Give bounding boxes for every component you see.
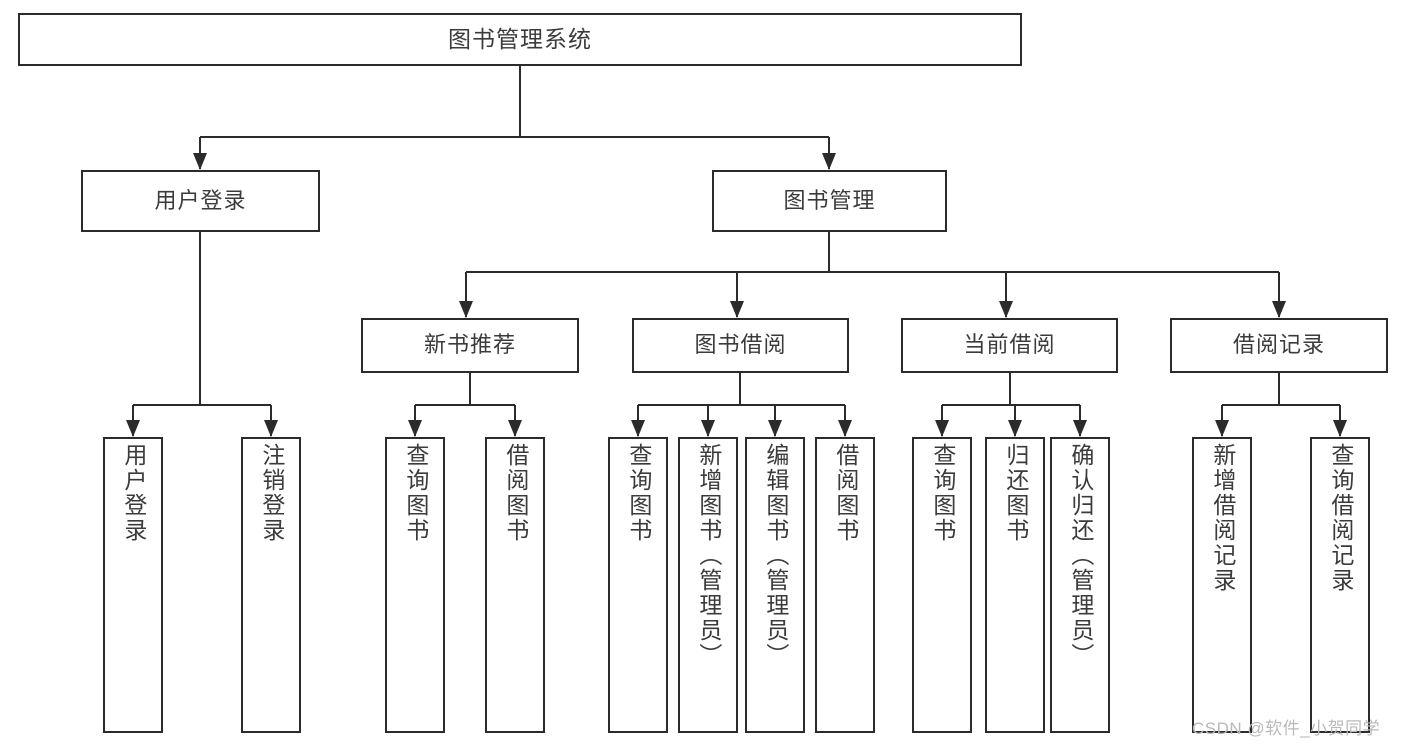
node-leaf-query-book-1-label: 查询图书 bbox=[402, 443, 429, 543]
node-current-borrow-label: 当前借阅 bbox=[963, 332, 1056, 358]
node-leaf-edit-book[interactable]: 编辑图书（管理员） bbox=[745, 437, 805, 733]
node-leaf-query-record[interactable]: 查询借阅记录 bbox=[1310, 437, 1370, 733]
node-root-system-label: 图书管理系统 bbox=[448, 25, 592, 52]
node-leaf-add-book-label: 新增图书（管理员） bbox=[695, 443, 722, 668]
node-leaf-return-book-label: 归还图书 bbox=[1002, 443, 1029, 543]
node-borrow-record-label: 借阅记录 bbox=[1232, 332, 1325, 358]
node-user-login-label: 用户登录 bbox=[154, 187, 247, 213]
node-leaf-user-login-label: 用户登录 bbox=[120, 443, 147, 543]
node-user-login[interactable]: 用户登录 bbox=[81, 170, 320, 232]
node-leaf-user-logout[interactable]: 注销登录 bbox=[241, 437, 301, 733]
node-borrow-record[interactable]: 借阅记录 bbox=[1170, 318, 1388, 373]
node-book-manage-label: 图书管理 bbox=[783, 187, 876, 213]
node-book-borrow-label: 图书借阅 bbox=[694, 332, 787, 358]
node-leaf-borrow-book-2-label: 借阅图书 bbox=[832, 443, 859, 543]
node-leaf-query-book-3-label: 查询图书 bbox=[929, 443, 956, 543]
node-leaf-query-book-1[interactable]: 查询图书 bbox=[385, 437, 445, 733]
node-leaf-user-login[interactable]: 用户登录 bbox=[103, 437, 163, 733]
node-new-book-rec-label: 新书推荐 bbox=[423, 332, 516, 358]
node-leaf-confirm-return[interactable]: 确认归还（管理员） bbox=[1050, 437, 1110, 733]
node-leaf-add-record-label: 新增借阅记录 bbox=[1209, 443, 1236, 593]
node-new-book-rec[interactable]: 新书推荐 bbox=[361, 318, 579, 373]
node-leaf-add-record[interactable]: 新增借阅记录 bbox=[1192, 437, 1252, 733]
node-leaf-borrow-book-1-label: 借阅图书 bbox=[502, 443, 529, 543]
csdn-watermark: CSDN @软件_小贺同学 bbox=[1192, 719, 1381, 738]
node-current-borrow[interactable]: 当前借阅 bbox=[901, 318, 1118, 373]
node-leaf-query-book-2-label: 查询图书 bbox=[625, 443, 652, 543]
node-book-manage[interactable]: 图书管理 bbox=[712, 170, 947, 232]
node-leaf-borrow-book-2[interactable]: 借阅图书 bbox=[815, 437, 875, 733]
node-root-system[interactable]: 图书管理系统 bbox=[18, 13, 1022, 66]
node-leaf-query-book-3[interactable]: 查询图书 bbox=[912, 437, 972, 733]
node-leaf-edit-book-label: 编辑图书（管理员） bbox=[762, 443, 789, 668]
node-book-borrow[interactable]: 图书借阅 bbox=[632, 318, 849, 373]
node-leaf-add-book[interactable]: 新增图书（管理员） bbox=[678, 437, 738, 733]
node-leaf-query-book-2[interactable]: 查询图书 bbox=[608, 437, 668, 733]
node-leaf-query-record-label: 查询借阅记录 bbox=[1327, 443, 1354, 593]
node-leaf-return-book[interactable]: 归还图书 bbox=[985, 437, 1045, 733]
node-leaf-borrow-book-1[interactable]: 借阅图书 bbox=[485, 437, 545, 733]
node-leaf-confirm-return-label: 确认归还（管理员） bbox=[1067, 443, 1094, 668]
node-leaf-user-logout-label: 注销登录 bbox=[258, 443, 285, 543]
